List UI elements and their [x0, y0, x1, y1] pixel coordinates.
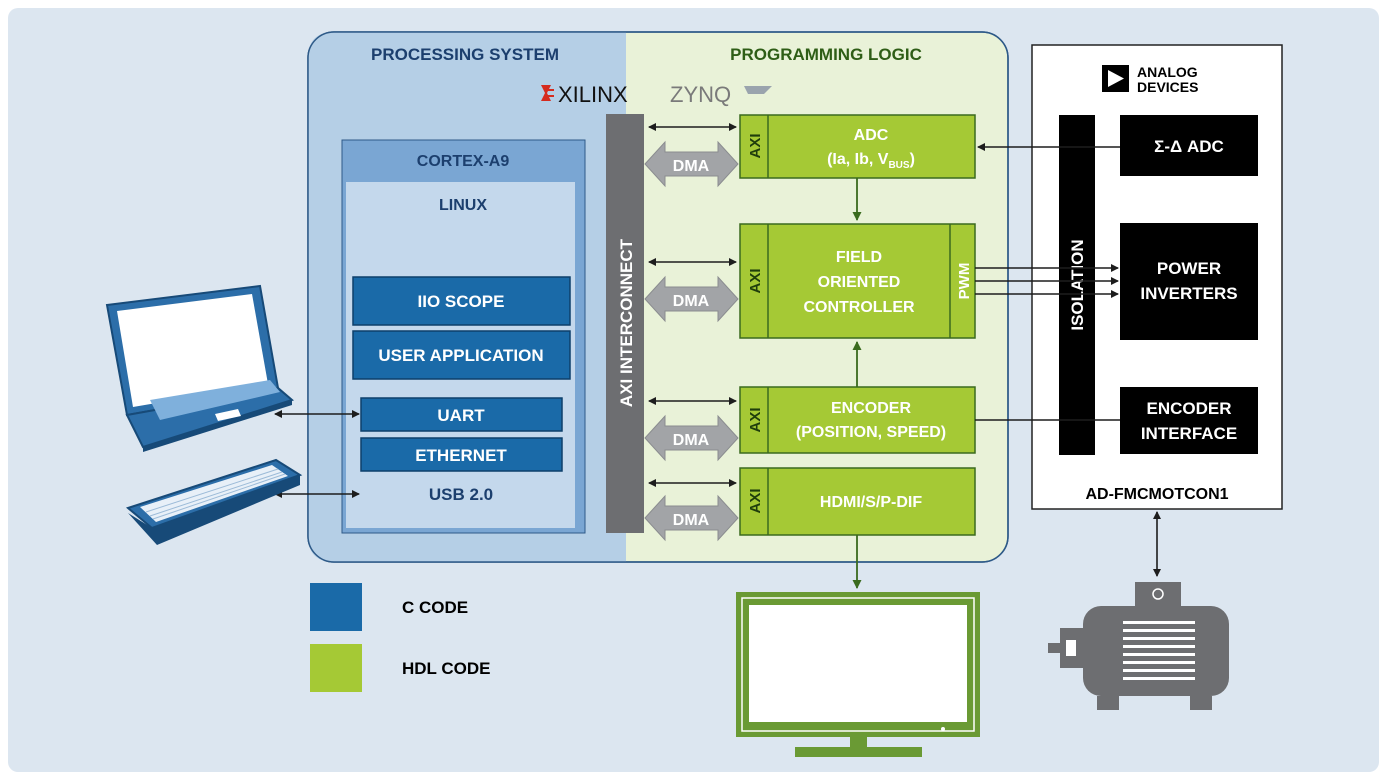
dma-label: DMA	[673, 432, 710, 449]
sigma-delta-adc-block	[1120, 115, 1258, 176]
xilinx-logo-icon	[541, 85, 554, 101]
uart-label: UART	[437, 406, 485, 425]
dma-label: DMA	[673, 158, 710, 175]
encoder-interface-line-2: INTERFACE	[1141, 424, 1237, 443]
laptop-icon	[105, 284, 295, 452]
encoder-line-1: ENCODER	[831, 400, 911, 417]
adc-axi-label: AXI	[747, 133, 764, 158]
monitor-icon	[736, 592, 980, 757]
xilinx-logo-text: XILINX	[558, 82, 628, 107]
axi-interconnect-label: AXI INTERCONNECT	[617, 238, 636, 407]
zynq-logo-text: ZYNQ	[670, 82, 731, 107]
legend-hdl-code-swatch	[310, 644, 362, 692]
power-inverters-block	[1120, 223, 1258, 340]
encoder-axi-label: AXI	[747, 407, 764, 432]
foc-line-1: FIELD	[836, 249, 882, 266]
adc-title: ADC	[854, 127, 889, 144]
foc-block	[739, 223, 976, 339]
legend-c-code-label: C CODE	[402, 598, 468, 617]
fmc-signal-arrows	[975, 143, 1161, 577]
adc-signals: (Ia, Ib, VBUS)	[827, 151, 915, 171]
isolation-bar	[1059, 115, 1095, 455]
fmc-board-name: AD-FMCMOTCON1	[1085, 486, 1228, 503]
pwm-label: PWM	[956, 263, 973, 300]
dma-arrow	[644, 275, 739, 323]
legend-c-code-swatch	[310, 583, 362, 631]
sigma-delta-adc-label: Σ-Δ ADC	[1154, 137, 1224, 156]
analog-devices-text-2: DEVICES	[1137, 79, 1198, 95]
usb-label: USB 2.0	[429, 485, 493, 504]
power-inverters-line-1: POWER	[1157, 259, 1221, 278]
analog-devices-text-1: ANALOG	[1137, 64, 1198, 80]
foc-line-3: CONTROLLER	[803, 299, 915, 316]
analog-devices-logo-icon	[1102, 65, 1129, 92]
axi-bus-arrows	[648, 123, 737, 487]
iio-scope-block	[352, 276, 571, 326]
ethernet-label: ETHERNET	[415, 446, 507, 465]
encoder-line-2: (POSITION, SPEED)	[796, 424, 946, 441]
linux-label: LINUX	[439, 197, 487, 214]
foc-line-2: ORIENTED	[818, 274, 901, 291]
user-application-block	[352, 330, 571, 380]
programming-logic-title: PROGRAMMING LOGIC	[730, 45, 922, 64]
dma-arrow	[644, 140, 739, 188]
encoder-interface-block	[1120, 387, 1258, 454]
iio-scope-label: IIO SCOPE	[418, 292, 505, 311]
dma-arrow	[644, 414, 739, 462]
foc-axi-label: AXI	[747, 268, 764, 293]
zynq-logo-icon	[744, 86, 772, 94]
uart-block	[360, 397, 563, 432]
encoder-interface-line-1: ENCODER	[1146, 399, 1231, 418]
adc-block	[739, 114, 976, 179]
power-inverters-line-2: INVERTERS	[1140, 284, 1237, 303]
keyboard-icon	[125, 458, 303, 545]
axi-interconnect-bar	[606, 114, 644, 533]
dma-label: DMA	[673, 293, 710, 310]
host-connection-arrows	[274, 410, 360, 498]
dma-arrow	[644, 494, 739, 542]
motor-icon	[1048, 582, 1229, 710]
ethernet-block	[360, 437, 563, 472]
legend-hdl-code-label: HDL CODE	[402, 659, 490, 678]
cortex-a9-label: CORTEX-A9	[417, 153, 510, 170]
processing-system-title: PROCESSING SYSTEM	[371, 45, 559, 64]
isolation-label: ISOLATION	[1068, 239, 1087, 330]
hdmi-axi-label: AXI	[747, 488, 764, 513]
dma-label: DMA	[673, 512, 710, 529]
hdmi-label: HDMI/S/P-DIF	[820, 494, 922, 511]
encoder-block	[739, 386, 976, 454]
user-application-label: USER APPLICATION	[378, 346, 543, 365]
